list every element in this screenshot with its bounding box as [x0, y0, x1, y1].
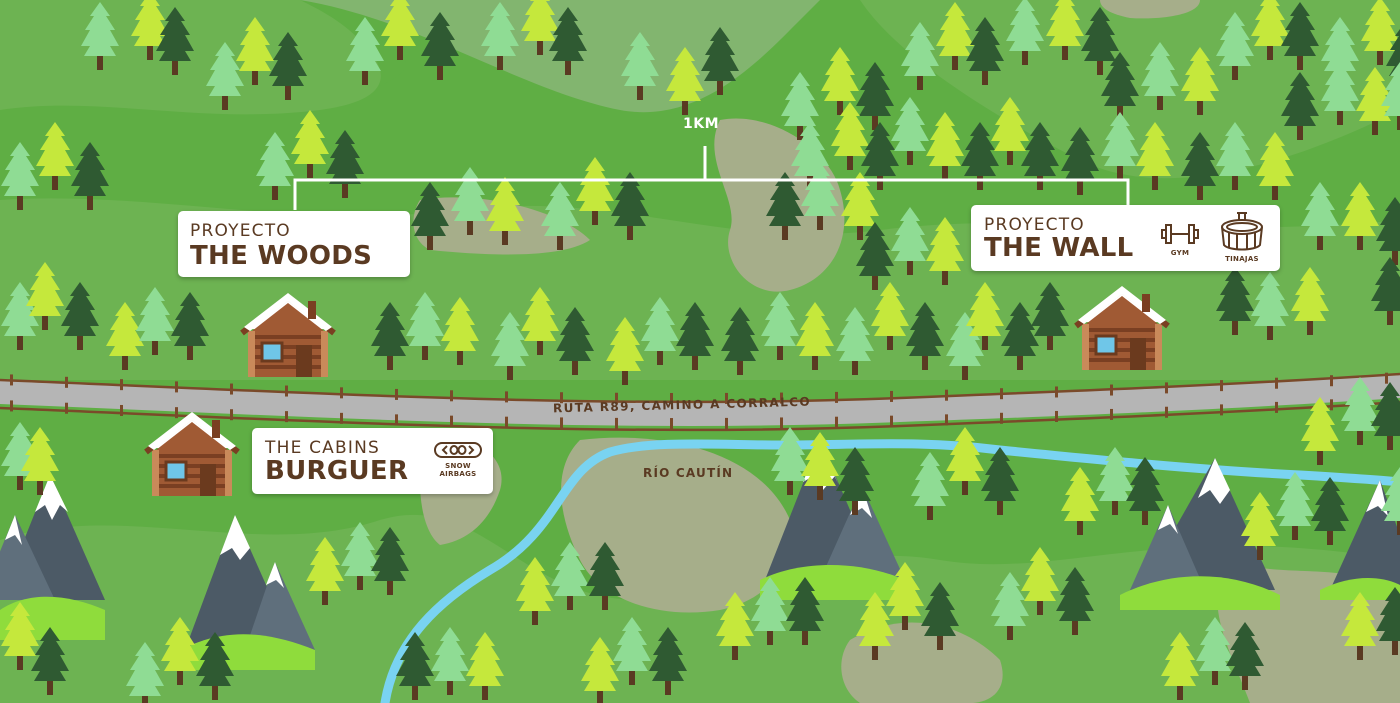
fence-post	[1330, 375, 1333, 387]
project-card-burguer[interactable]: THE CABINS BURGUER SNOW AIRBAGS	[252, 428, 493, 494]
fence-post	[945, 389, 948, 401]
fence-post	[1275, 377, 1278, 389]
fence-post	[1055, 410, 1058, 422]
project-kicker: PROYECTO	[190, 221, 291, 241]
dumbbell-icon	[1161, 224, 1199, 244]
fence-post	[340, 387, 343, 399]
fence-post	[1110, 384, 1113, 396]
project-kicker: THE CABINS	[265, 438, 380, 458]
fence-post	[10, 374, 13, 386]
river-label: RÍO CAUTÍN	[643, 466, 734, 480]
fence-post	[1000, 412, 1003, 424]
fence-post	[780, 392, 783, 404]
fence-post	[395, 414, 398, 426]
fence-post	[670, 418, 673, 430]
fence-post	[1165, 382, 1168, 394]
fence-post	[835, 416, 838, 428]
fence-post	[560, 392, 563, 404]
fence-post	[560, 417, 563, 429]
fence-post	[1275, 401, 1278, 413]
fence-post	[230, 383, 233, 395]
fence-post	[670, 392, 673, 404]
project-card-the-wall[interactable]: PROYECTO THE WALL GYM	[971, 205, 1280, 271]
project-name: BURGUER	[265, 456, 409, 486]
fence-post	[890, 390, 893, 402]
project-card-the-woods[interactable]: PROYECTO THE WOODS	[178, 211, 410, 277]
fence-post	[230, 409, 233, 421]
fence-post	[615, 392, 618, 404]
fence-post	[1220, 380, 1223, 392]
fence-post	[175, 381, 178, 393]
hot-tub-icon	[1221, 212, 1263, 251]
fence-post	[1110, 408, 1113, 420]
fence-post	[450, 415, 453, 427]
fence-post	[175, 407, 178, 419]
scale-bar	[293, 146, 1130, 210]
fence-post	[120, 379, 123, 391]
amenity-gym: GYM	[1159, 221, 1201, 257]
amenity-label: SNOW AIRBAGS	[439, 462, 477, 478]
fence-post	[725, 392, 728, 404]
fence-post	[945, 414, 948, 426]
fence-post	[340, 412, 343, 424]
scale-label: 1KM	[683, 116, 720, 132]
fence-post	[285, 385, 288, 397]
fence-post	[10, 400, 13, 412]
fence-post	[395, 388, 398, 400]
fence-post	[1220, 404, 1223, 416]
fence-post	[65, 402, 68, 414]
amenity-tinajas: TINAJAS	[1217, 211, 1267, 263]
fence-post	[120, 404, 123, 416]
fence-post	[1055, 386, 1058, 398]
project-name: THE WALL	[984, 233, 1134, 263]
amenity-snow-airbags: SNOW AIRBAGS	[430, 440, 486, 478]
amenity-label: TINAJAS	[1225, 255, 1259, 263]
fence-post	[1385, 372, 1388, 384]
project-name: THE WOODS	[190, 241, 373, 271]
fence-post	[835, 391, 838, 403]
fence-post	[615, 417, 618, 429]
fence-post	[1330, 399, 1333, 411]
fence-post	[890, 415, 893, 427]
fence-post	[1000, 388, 1003, 400]
fence-post	[65, 376, 68, 388]
amenity-label: GYM	[1170, 249, 1190, 257]
fence-post	[725, 417, 728, 429]
fence-post	[780, 417, 783, 429]
fence-post	[505, 391, 508, 403]
fence-post	[450, 390, 453, 402]
project-kicker: PROYECTO	[984, 215, 1085, 235]
fence-post	[285, 411, 288, 423]
fence-post	[505, 416, 508, 428]
fence-post	[1165, 406, 1168, 418]
snow-airbag-icon	[434, 442, 482, 458]
